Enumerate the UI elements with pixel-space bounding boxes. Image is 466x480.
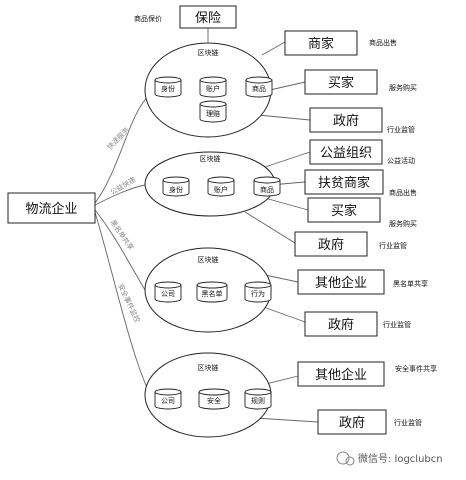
watermark-text: 微信号: logclubcn xyxy=(358,452,443,465)
root-label: 物流企业 xyxy=(25,201,77,217)
branch-label-2: 公益快递 xyxy=(109,175,138,197)
connector-root-g3 xyxy=(94,209,146,291)
svg-text:规则: 规则 xyxy=(251,396,265,405)
svg-text:黑名单: 黑名单 xyxy=(202,289,223,298)
svg-text:政府: 政府 xyxy=(339,416,365,431)
note-other-enterprise: 安全事件共享 xyxy=(395,364,437,373)
target-buyer: 买家 xyxy=(304,69,378,95)
root-connectors xyxy=(94,94,151,391)
svg-text:其他企业: 其他企业 xyxy=(315,275,367,291)
chain-label: 区块链 xyxy=(198,363,219,372)
note-merchant: 商品出售 xyxy=(369,38,397,47)
note-government: 行业监管 xyxy=(394,418,422,427)
svg-text:公司: 公司 xyxy=(161,290,175,298)
svg-text:账户: 账户 xyxy=(206,84,220,93)
svg-text:政府: 政府 xyxy=(333,114,359,129)
note-government: 行业监管 xyxy=(383,320,411,329)
target-poverty-merchant: 扶贫商家 xyxy=(304,169,384,195)
chain-label: 区块链 xyxy=(200,154,221,163)
cylinder-identity: 身份 xyxy=(154,76,182,98)
svg-text:身份: 身份 xyxy=(169,185,183,194)
cylinder-claims: 理赔 xyxy=(199,100,227,123)
chain-label: 区块链 xyxy=(198,255,219,264)
svg-text:商品: 商品 xyxy=(252,84,266,93)
svg-text:行为: 行为 xyxy=(251,289,265,298)
note-government: 行业监管 xyxy=(387,125,415,134)
svg-text:商品: 商品 xyxy=(260,185,274,194)
target-other-enterprise: 其他企业 xyxy=(297,269,385,295)
cylinder-blacklist: 黑名单 xyxy=(196,281,228,303)
connector-root-g2 xyxy=(94,184,146,206)
cylinder-account: 账户 xyxy=(199,76,227,98)
note-poverty-merchant: 商品出售 xyxy=(389,188,417,197)
note-charity: 公益活动 xyxy=(387,156,415,165)
cylinder-identity: 身份 xyxy=(162,176,190,197)
note-other-enterprise: 黑名单共享 xyxy=(393,279,428,288)
svg-text:政府: 政府 xyxy=(328,318,354,333)
top-caption: 商品保价 xyxy=(134,14,162,23)
chain-label: 区块链 xyxy=(198,48,219,57)
cylinder-company: 公司 xyxy=(154,281,182,303)
svg-text:买家: 买家 xyxy=(328,75,354,91)
note-government: 行业监管 xyxy=(379,241,407,250)
svg-text:账户: 账户 xyxy=(214,185,228,194)
svg-text:安全: 安全 xyxy=(207,396,221,405)
svg-text:商家: 商家 xyxy=(308,36,334,52)
target-government: 政府 xyxy=(304,311,378,337)
note-buyer: 服务购买 xyxy=(389,83,417,92)
cylinder-company: 公司 xyxy=(154,388,182,410)
cylinder-rules: 规则 xyxy=(244,388,272,410)
blockchain-group-1: 区块链 身份 账户 商品 理赔 商家 商品出售 买家 xyxy=(144,30,417,138)
cylinder-security: 安全 xyxy=(198,388,230,410)
connector-root-g1 xyxy=(94,94,151,204)
svg-text:身份: 身份 xyxy=(161,84,175,93)
blockchain-group-2: 区块链 身份 账户 商品 公益组织 公益活动 扶贫商家 商品出售 买 xyxy=(144,139,417,257)
note-buyer: 服务购买 xyxy=(389,219,417,228)
connector-root-g4 xyxy=(94,211,149,391)
blockchain-group-3: 区块链 公司 黑名单 行为 其他企业 黑名单共享 政府 行业监管 xyxy=(144,247,428,337)
blockchain-group-4: 区块链 公司 安全 规则 其他企业 安全事件共享 政府 行业监管 xyxy=(144,352,437,438)
top-box-label: 保险 xyxy=(195,11,221,26)
svg-text:公益组织: 公益组织 xyxy=(320,146,372,161)
svg-text:扶贫商家: 扶贫商家 xyxy=(318,175,370,191)
cylinder-goods: 商品 xyxy=(245,76,273,98)
root-node: 物流企业 xyxy=(7,192,96,224)
svg-text:买家: 买家 xyxy=(331,203,357,219)
cylinder-behavior: 行为 xyxy=(244,281,272,303)
target-other-enterprise: 其他企业 xyxy=(297,361,385,387)
target-charity: 公益组织 xyxy=(309,139,383,165)
target-merchant: 商家 xyxy=(284,30,358,56)
svg-text:其他企业: 其他企业 xyxy=(315,367,367,383)
svg-text:理赔: 理赔 xyxy=(206,109,220,118)
target-government: 政府 xyxy=(294,231,368,257)
target-government: 政府 xyxy=(317,409,387,435)
wechat-icon xyxy=(336,451,350,465)
svg-text:政府: 政府 xyxy=(318,238,344,253)
watermark: 微信号: logclubcn xyxy=(336,451,443,466)
cylinder-account: 账户 xyxy=(207,176,235,197)
target-buyer: 买家 xyxy=(307,197,381,223)
branch-label-1: 快递服务 xyxy=(105,125,131,151)
group1-connectors xyxy=(257,41,311,121)
cylinder-goods: 商品 xyxy=(253,176,281,197)
svg-text:公司: 公司 xyxy=(161,397,175,405)
top-node: 保险 xyxy=(179,5,237,29)
target-government: 政府 xyxy=(309,107,383,133)
